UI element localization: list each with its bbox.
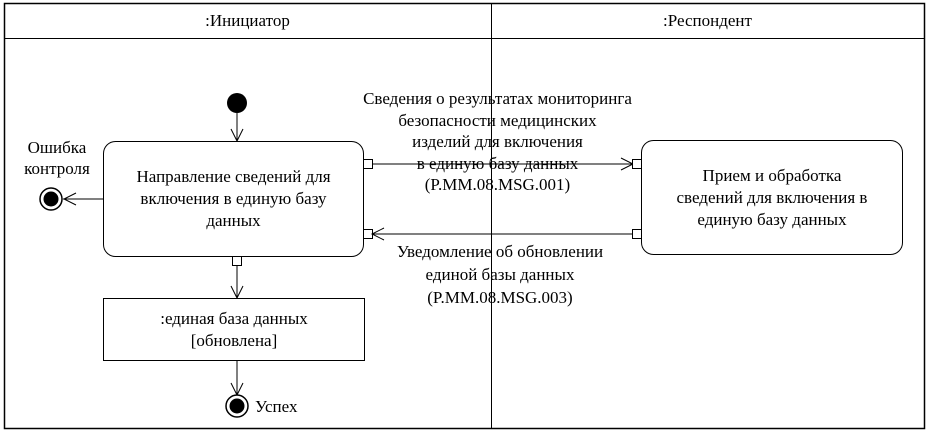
diagram-frame [3,2,926,430]
message-request-label: Сведения о результатах мониторинга безоп… [300,88,695,196]
arrowhead-icon [370,227,385,241]
initiator-activity: Направление сведений для включения в еди… [104,142,363,256]
message-id-label: (P.MM.08.MSG.001) [424,175,571,194]
error-label-line: Ошибка [27,138,87,157]
activity-label-line: сведений для включения в [676,187,868,207]
final-node-error-core [43,191,59,207]
output-pin [632,229,642,239]
respondent-activity: Прием и обработка сведений для включения… [642,141,902,254]
activity-label-line: Направление сведений для [136,167,331,186]
arrowhead-icon [62,192,77,206]
object-label-line: :единая база данных [160,308,308,328]
swimlane-title-initiator: :Инициатор [205,11,290,30]
final-node-success-core [229,398,245,414]
object-state-label: [обновлена] [190,330,278,350]
message-label-line: Уведомление об обновлении [396,242,604,261]
activity-label-line: Прием и обработка [702,165,842,185]
message-label-line: в единую базу данных [416,153,579,173]
initial-node [227,93,247,113]
activity-label-line: единую базу данных [697,209,847,229]
activity-label-line: данных [206,211,261,230]
output-pin-bottom [232,256,242,266]
message-label-line: изделий для включения [412,132,583,151]
message-label-line: Сведения о результатах мониторинга [363,89,632,108]
object-node-box [103,298,365,361]
message-id-label: (P.MM.08.MSG.003) [427,288,573,307]
message-label-line: единой базы данных [425,265,575,284]
object-node: :единая база данных [обновлена] [104,299,364,360]
message-notification-label: Уведомление об обновлении единой базы да… [350,240,650,309]
final-node-error-label: Ошибка контроля [12,137,102,179]
message-label-line: безопасности медицинских [398,110,597,130]
activity-label-line: включения в единую базу [140,189,327,208]
respondent-activity-box [641,140,903,255]
swimlane-title-respondent: :Респондент [663,11,752,30]
final-node-success-label: Успех [255,397,298,416]
error-label-line: контроля [24,159,90,178]
